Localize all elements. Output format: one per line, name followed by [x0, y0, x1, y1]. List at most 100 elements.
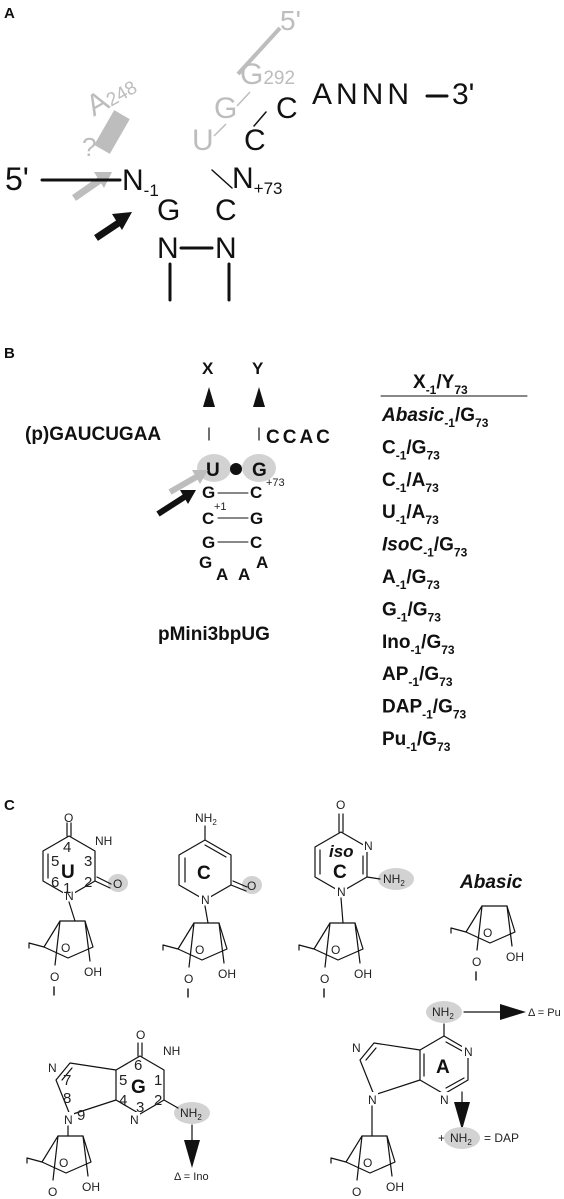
a248-label: A248: [81, 69, 142, 123]
loop-a1: A: [216, 565, 228, 584]
wobble-dot: [230, 463, 242, 475]
sequence-left: (p)GAUCUGAA: [25, 424, 161, 445]
label-y: Y: [252, 359, 264, 378]
question-mark: ?: [82, 132, 96, 162]
variant-row: C-1/A73: [382, 470, 439, 495]
svg-text:Δ = Ino: Δ = Ino: [174, 1171, 209, 1183]
svg-text:N: N: [364, 839, 373, 853]
black-arrow-b: [156, 493, 188, 517]
svg-text:1: 1: [154, 1072, 162, 1089]
g-base: G: [252, 460, 267, 481]
gray-backbone: [236, 26, 282, 76]
svg-text:6: 6: [51, 874, 59, 891]
svg-text:N: N: [464, 1045, 473, 1059]
stem-c3: C: [250, 533, 262, 552]
stem-g2: G: [250, 509, 263, 528]
loop-g: G: [199, 553, 212, 572]
svg-text:O: O: [113, 877, 122, 891]
a248-block: [94, 110, 130, 154]
svg-text:O: O: [136, 1028, 145, 1042]
panel-a: A A248 ? 5' G292 G U 5' N-1 G N N C N+73…: [4, 5, 474, 302]
svg-text:Δ = Pu: Δ = Pu: [528, 1007, 561, 1019]
svg-text:8: 8: [63, 1090, 71, 1107]
svg-text:N: N: [368, 1093, 377, 1107]
black-arrow-a: [94, 219, 122, 241]
svg-text:2: 2: [84, 874, 92, 891]
variant-row: G-1/G73: [382, 599, 441, 624]
svg-text:O: O: [336, 798, 345, 812]
svg-text:NH2: NH2: [195, 811, 217, 827]
gray-arrow-b: [168, 473, 200, 495]
svg-text:NH2: NH2: [383, 872, 405, 888]
svg-text:C: C: [333, 862, 347, 883]
svg-text:N: N: [352, 1041, 361, 1055]
svg-text:4: 4: [119, 1092, 127, 1109]
n-right-a: N: [215, 232, 237, 265]
svg-text:N: N: [440, 1093, 449, 1107]
svg-text:G: G: [131, 1077, 146, 1098]
svg-text:9: 9: [77, 1107, 85, 1124]
svg-text:= DAP: = DAP: [484, 1131, 519, 1145]
isocytidine-structure: O N NH2 iso C N: [298, 798, 414, 998]
uridine-structure: O NH O N U 4 3 5 2 6 1: [28, 811, 128, 996]
g292-label: G292: [240, 58, 295, 91]
variant-row: A-1/G73: [382, 567, 440, 592]
svg-text:3: 3: [136, 1099, 144, 1116]
adenosine-structure: NH2 Δ = Pu N N N N A + NH2 = DAP: [330, 1001, 561, 1199]
svg-text:C: C: [197, 863, 211, 884]
cytidine-structure: NH2 O C N: [162, 811, 262, 998]
svg-text:+1: +1: [214, 501, 227, 513]
u-highlight: [197, 454, 231, 482]
three-prime-a: 3': [452, 78, 474, 111]
guanosine-structure: O NH N N N NH2 Δ = Ino G 7 8 9 5 4: [26, 1028, 210, 1199]
svg-text:7: 7: [63, 1072, 71, 1089]
svg-text:A: A: [436, 1057, 450, 1078]
n-minus-1: N-1: [122, 164, 159, 200]
stem-c1: C: [250, 483, 262, 502]
variant-row: DAP-1/G73: [382, 697, 467, 722]
svg-text:NH: NH: [163, 1044, 180, 1058]
tail-a: ANNN: [312, 78, 413, 111]
svg-text:iso: iso: [329, 842, 354, 861]
svg-text:N: N: [337, 885, 346, 899]
panel-c: C O NH O N U 4 3 5 2 6 1: [4, 797, 561, 1199]
svg-text:N: N: [48, 1061, 57, 1075]
svg-text:3: 3: [84, 853, 92, 870]
c-upper-a: C: [276, 92, 298, 125]
svg-text:NH2: NH2: [450, 1131, 472, 1147]
stem-c2: C: [202, 509, 214, 528]
svg-text:1: 1: [63, 880, 71, 897]
svg-text:NH2: NH2: [432, 1005, 454, 1021]
svg-text:5: 5: [119, 1072, 127, 1089]
gray-five-prime: 5': [280, 5, 301, 36]
five-prime-a: 5': [5, 161, 29, 197]
g-pair-a: G: [157, 194, 180, 227]
svg-text:N: N: [201, 893, 210, 907]
variant-row: C-1/G73: [382, 437, 440, 462]
gray-u: U: [192, 124, 214, 157]
stem-g1: G: [202, 483, 215, 502]
c-lower-a: C: [244, 124, 266, 157]
svg-text:N: N: [64, 1113, 73, 1127]
svg-text:O: O: [247, 879, 256, 893]
panel-b: B X Y (p)GAUCUGAA CCAC U G +73 G +1 C C …: [4, 345, 528, 754]
sequence-right: CCAC: [266, 427, 333, 448]
u-base: U: [206, 460, 220, 481]
n-plus-73: N+73: [232, 162, 283, 198]
svg-text:N: N: [65, 889, 74, 903]
panel-label-c: C: [4, 797, 15, 814]
c-bottom-a: C: [215, 194, 237, 227]
variant-row: IsoC-1/G73: [382, 535, 468, 560]
panel-label-a: A: [4, 5, 15, 22]
variant-row: U-1/A73: [382, 502, 439, 527]
legend-header: X-1/Y73: [413, 372, 468, 397]
g-highlight: [242, 454, 276, 482]
svg-text:NH2: NH2: [180, 1106, 202, 1122]
svg-text:+: +: [438, 1131, 445, 1145]
svg-text:N: N: [130, 1113, 139, 1127]
svg-text:4: 4: [63, 839, 71, 856]
variant-row: Abasic-1/G73: [381, 405, 489, 430]
svg-text:U: U: [61, 862, 75, 883]
abasic-label: Abasic: [459, 872, 523, 893]
